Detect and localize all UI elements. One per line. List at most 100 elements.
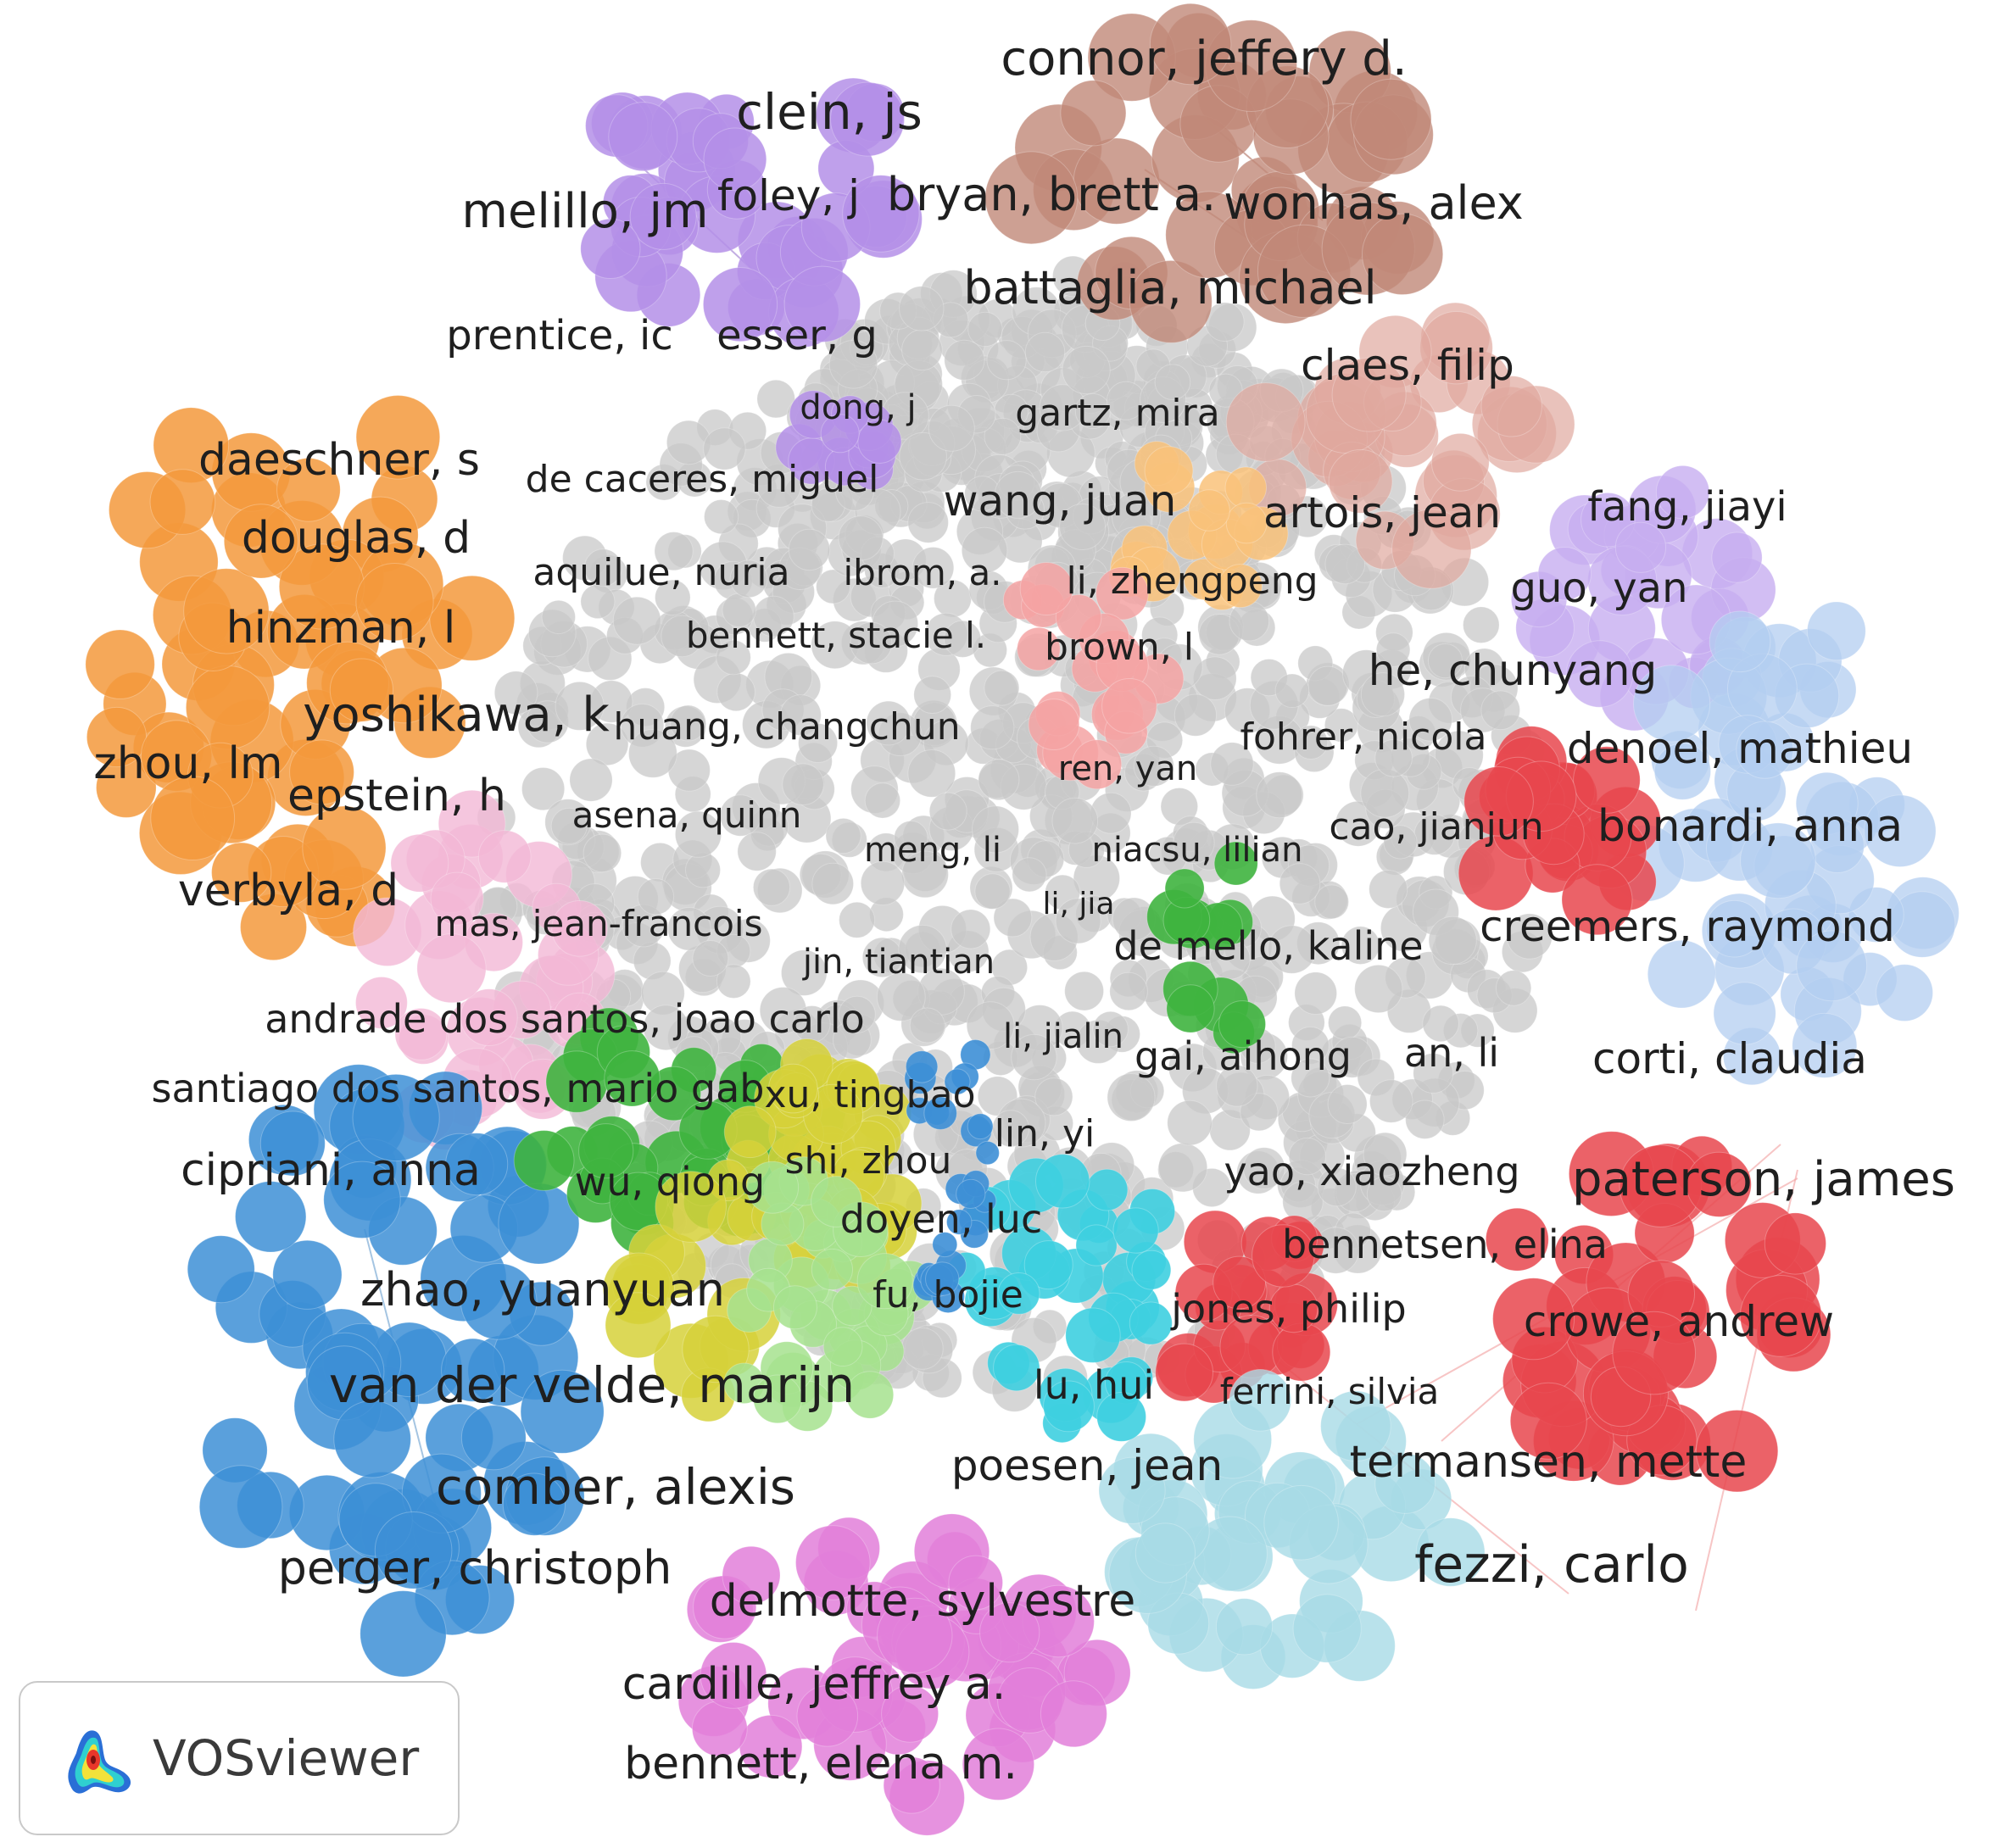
node-pink[interactable] — [430, 871, 484, 926]
node-orange[interactable] — [183, 568, 270, 654]
node-purple[interactable] — [703, 127, 767, 192]
node-lightblue[interactable] — [1796, 930, 1868, 1002]
node-gray[interactable] — [894, 821, 928, 855]
node-gray[interactable] — [1375, 632, 1411, 667]
node-label[interactable]: asena, quinn — [572, 794, 802, 836]
node-lightblue[interactable] — [1647, 939, 1716, 1009]
node-gray[interactable] — [1274, 673, 1310, 709]
node-label[interactable]: verbyla, d — [178, 866, 399, 916]
node-blue[interactable] — [441, 1338, 505, 1402]
node-gray[interactable] — [1428, 916, 1477, 966]
node-brown[interactable] — [1060, 80, 1127, 147]
node-lavender[interactable] — [1711, 532, 1763, 583]
node-label[interactable]: mas, jean-francois — [434, 903, 762, 944]
node-pink[interactable] — [390, 833, 449, 893]
node-salmon[interactable] — [1101, 678, 1157, 734]
node-magenta[interactable] — [877, 1597, 953, 1674]
node-purple[interactable] — [820, 414, 860, 454]
node-peach[interactable] — [1218, 564, 1263, 609]
node-lightblue[interactable] — [1740, 822, 1816, 899]
node-gray[interactable] — [628, 729, 677, 778]
node-red[interactable] — [1695, 1410, 1779, 1493]
node-gray[interactable] — [1408, 698, 1452, 742]
node-salmon[interactable] — [1028, 699, 1080, 750]
node-gray[interactable] — [1064, 971, 1104, 1011]
node-gray[interactable] — [1291, 1058, 1330, 1098]
node-lightgreen[interactable] — [811, 1176, 862, 1227]
node-gray[interactable] — [1422, 1005, 1459, 1043]
node-gray[interactable] — [1243, 1147, 1285, 1189]
node-label[interactable]: wu, qiong — [575, 1159, 766, 1205]
node-orange[interactable] — [149, 469, 216, 535]
node-paleteal[interactable] — [1215, 1598, 1274, 1656]
node-red[interactable] — [1509, 1382, 1587, 1460]
node-purple[interactable] — [783, 265, 861, 342]
node-gray[interactable] — [654, 532, 694, 571]
node-gray[interactable] — [788, 528, 831, 571]
node-gray[interactable] — [1293, 725, 1329, 760]
node-red[interactable] — [1764, 1212, 1826, 1275]
node-rose[interactable] — [1480, 376, 1542, 437]
node-label[interactable]: niacsu, lilian — [1092, 831, 1303, 870]
node-yellow[interactable] — [723, 1105, 777, 1159]
node-gray[interactable] — [550, 807, 588, 844]
node-gray[interactable] — [1366, 1176, 1402, 1212]
node-gray[interactable] — [928, 404, 975, 452]
node-label[interactable]: esser, g — [716, 312, 878, 359]
node-lightgreen[interactable] — [856, 1253, 913, 1310]
node-gray[interactable] — [993, 898, 1033, 938]
node-cyan[interactable] — [997, 1272, 1040, 1315]
node-cyan[interactable] — [1043, 1380, 1095, 1433]
node-gray[interactable] — [661, 615, 704, 658]
node-gray[interactable] — [1369, 1079, 1413, 1123]
node-red[interactable] — [1252, 1224, 1315, 1288]
node-gray[interactable] — [716, 964, 751, 999]
node-label[interactable]: wonhas, alex — [1224, 176, 1524, 230]
node-gray[interactable] — [972, 805, 1019, 854]
node-label[interactable]: jin, tiantian — [802, 943, 995, 982]
node-label[interactable]: creemers, raymond — [1480, 902, 1895, 951]
node-pink[interactable] — [355, 977, 408, 1029]
node-orange[interactable] — [223, 504, 298, 579]
node-paleteal[interactable] — [1135, 1522, 1196, 1584]
node-gray[interactable] — [670, 704, 707, 742]
node-gray[interactable] — [1059, 504, 1107, 550]
node-gray[interactable] — [704, 499, 739, 535]
node-gray[interactable] — [984, 417, 1022, 455]
node-label[interactable]: fang, jiayi — [1587, 483, 1787, 531]
node-label[interactable]: dong, j — [800, 388, 916, 427]
node-label[interactable]: cipriani, anna — [181, 1145, 481, 1196]
node-gray[interactable] — [655, 579, 691, 616]
node-gray[interactable] — [782, 763, 824, 806]
node-label[interactable]: douglas, d — [242, 513, 471, 564]
node-lightgreen[interactable] — [822, 1327, 863, 1367]
node-green[interactable] — [1218, 1000, 1266, 1049]
node-gray[interactable] — [864, 782, 901, 819]
node-label[interactable]: shi, zhou — [785, 1139, 952, 1183]
node-orange[interactable] — [329, 658, 393, 722]
node-gray[interactable] — [752, 868, 791, 906]
node-orange[interactable] — [355, 563, 434, 642]
node-paleteal[interactable] — [1098, 1456, 1166, 1524]
node-gray[interactable] — [1154, 364, 1191, 401]
node-label[interactable]: foley, j — [717, 171, 860, 220]
node-label[interactable]: an, li — [1404, 1030, 1499, 1076]
node-salmon[interactable] — [1055, 594, 1102, 641]
node-label[interactable]: yao, xiaozheng — [1224, 1149, 1519, 1194]
node-label[interactable]: bonardi, anna — [1597, 801, 1903, 852]
node-label[interactable]: yoshikawa, k — [303, 687, 610, 743]
node-lightblue[interactable] — [1736, 721, 1794, 779]
node-cyan[interactable] — [1096, 1392, 1146, 1442]
node-label[interactable]: wang, juan — [944, 476, 1177, 526]
node-gray[interactable] — [716, 639, 751, 676]
node-label[interactable]: corti, claudia — [1592, 1034, 1867, 1083]
node-lightblue[interactable] — [1705, 899, 1764, 958]
node-label[interactable]: fohrer, nicola — [1240, 715, 1487, 759]
node-gray[interactable] — [850, 621, 893, 665]
node-gray[interactable] — [692, 940, 729, 977]
node-label[interactable]: santiago dos santos, mario gab — [152, 1066, 765, 1111]
node-gray[interactable] — [951, 909, 991, 949]
node-gray[interactable] — [612, 596, 661, 645]
node-lightgreen[interactable] — [746, 1161, 800, 1214]
